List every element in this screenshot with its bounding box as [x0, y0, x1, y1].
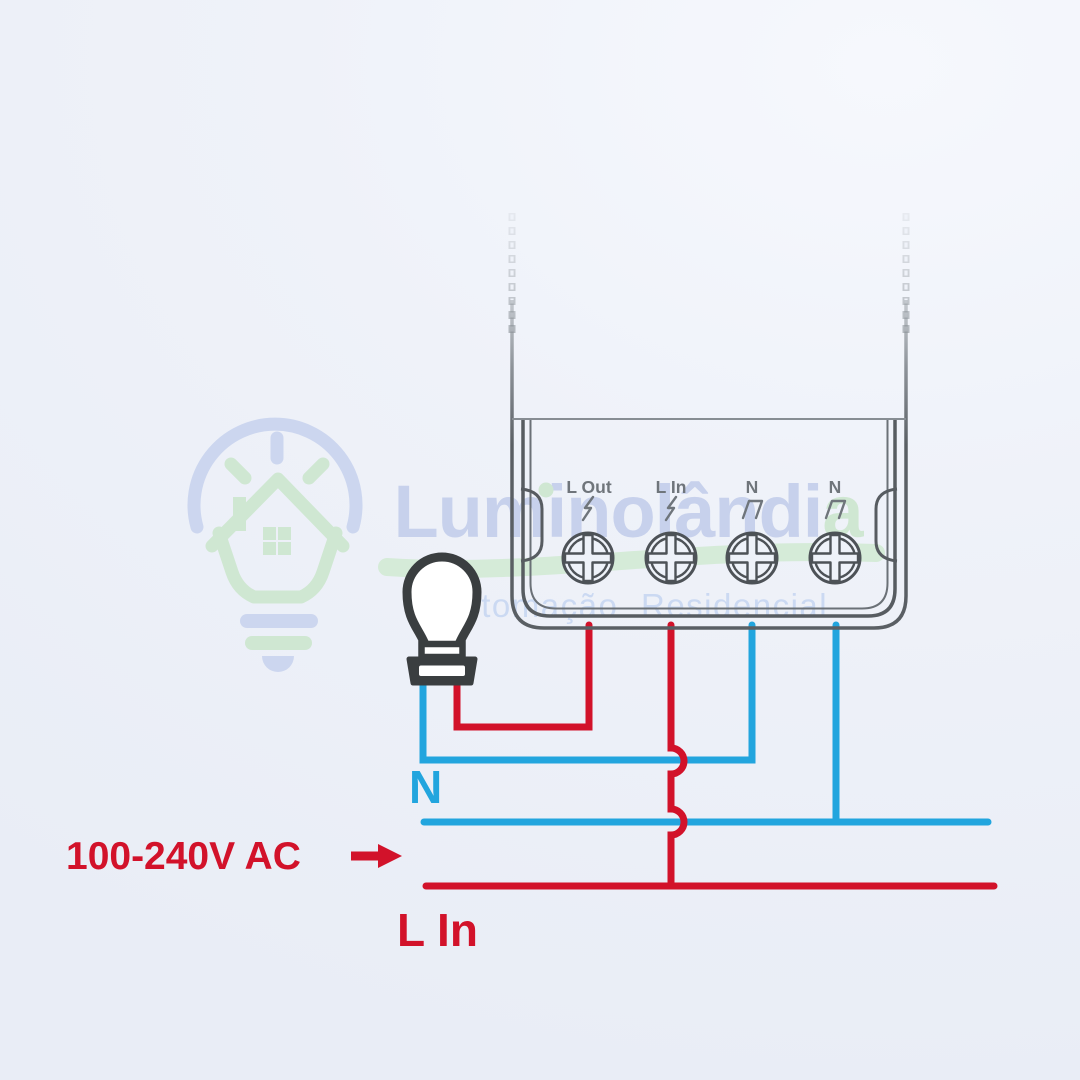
- supply-voltage-label: 100-240V AC: [66, 835, 301, 878]
- device-shell: [510, 300, 908, 630]
- neutral-symbol-icon: [824, 499, 847, 520]
- live-symbol-icon: [664, 495, 678, 522]
- logo-bulb-arc-icon: [187, 417, 363, 534]
- terminal-screws: [561, 531, 862, 585]
- terminal-label-n2: N: [829, 477, 842, 497]
- smart-switch-device: L Out L In N N: [508, 213, 910, 630]
- terminal-symbols: [581, 495, 847, 522]
- wiring-group: [419, 621, 998, 890]
- logo-base-tip-icon: [262, 656, 294, 672]
- l-out-wire: [453, 621, 593, 731]
- terminal-label-l-in: L In: [656, 477, 687, 497]
- watermark-logo: [187, 417, 363, 672]
- terminal-label-l-out: L Out: [566, 477, 612, 497]
- supply-arrow-icon: [351, 844, 402, 868]
- device-panel-inner: [529, 420, 889, 610]
- l-in-wire: [667, 621, 688, 890]
- neutral-wire-label: N: [409, 761, 442, 813]
- terminal-screw-l-out-icon: [561, 531, 615, 585]
- logo-house-body-icon: [212, 526, 343, 604]
- neutral-symbol-icon: [741, 499, 764, 520]
- line-in-label: L In: [397, 904, 478, 956]
- terminal-screw-n1-icon: [725, 531, 779, 585]
- logo-base-bar1-icon: [240, 614, 318, 628]
- watermark-brand-text: Luminolândia: [393, 470, 864, 553]
- brand-green-dot-icon: [538, 482, 554, 498]
- device-shell-ladder: [508, 213, 910, 333]
- logo-house-roof-icon: [205, 472, 350, 553]
- terminal-labels: L Out L In N N: [566, 477, 841, 497]
- live-symbol-icon: [581, 495, 595, 522]
- light-bulb-icon: [402, 552, 482, 686]
- terminal-screw-l-in-icon: [644, 531, 698, 585]
- logo-ray-left-icon: [224, 457, 252, 485]
- logo-ray-right-icon: [302, 457, 330, 485]
- device-panel-outer: [521, 420, 897, 618]
- bulb-neck: [418, 640, 466, 661]
- lamp-neutral-wire: [419, 621, 756, 764]
- logo-base-bar2-icon: [245, 636, 312, 650]
- device-left-tab: [520, 487, 544, 563]
- logo-window-icon: [263, 527, 291, 555]
- watermark-tagline-text: Automação Residencial: [438, 587, 828, 624]
- bulb-base-slot: [419, 665, 465, 676]
- bulb-globe: [402, 552, 482, 652]
- device-right-tab: [874, 487, 898, 563]
- terminal-label-n1: N: [746, 477, 759, 497]
- terminal-screw-n2-icon: [808, 531, 862, 585]
